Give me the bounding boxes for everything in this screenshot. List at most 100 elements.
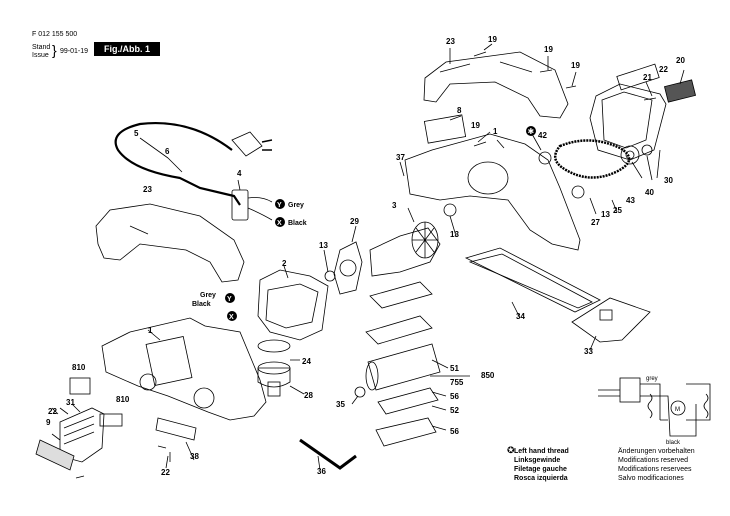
left-thread-star-icon: ✱ <box>526 126 536 136</box>
callout-13: 13 <box>319 241 328 250</box>
callout-2: 2 <box>282 259 287 268</box>
legend-c1-1: Linksgewinde <box>514 457 561 464</box>
part-hex-key <box>299 438 357 470</box>
callout-38: 38 <box>190 452 199 461</box>
part-armature <box>369 227 441 277</box>
schematic-black-label: black <box>666 440 681 446</box>
part-pulley-42 <box>538 151 552 165</box>
part-bearing-plate <box>333 241 363 295</box>
legend-c2-3: Salvo modificaciones <box>618 475 684 482</box>
wire-black-label: Black <box>288 220 307 227</box>
part-main-housing <box>101 317 267 421</box>
callout-22: 22 <box>48 407 57 416</box>
callout-24: 24 <box>302 357 311 366</box>
callout-6: 6 <box>165 147 170 156</box>
header-brace: } <box>52 42 57 58</box>
callout-19: 19 <box>471 121 480 130</box>
wire-grey-label-2: Grey <box>200 292 216 299</box>
svg-text:Y: Y <box>227 296 232 303</box>
callout-56: 56 <box>450 427 459 436</box>
callout-19: 19 <box>488 35 497 44</box>
callout-34: 34 <box>516 312 525 321</box>
callout-4: 4 <box>237 169 242 178</box>
part-cover-plate <box>423 114 467 144</box>
callout-51: 51 <box>450 364 459 373</box>
legend-c1-2: Filetage gauche <box>514 466 567 473</box>
schematic-grey-label: grey <box>646 376 658 382</box>
callout-35: 35 <box>336 400 345 409</box>
callout-19: 19 <box>571 61 580 70</box>
star-icon: ✪ <box>507 445 515 455</box>
fig-label: Fig./Abb. 1 <box>94 42 160 56</box>
callout-9: 9 <box>46 418 51 427</box>
callout-810: 810 <box>116 395 130 404</box>
callout-23: 23 <box>143 185 152 194</box>
part-housing-cover <box>423 51 569 119</box>
callout-20: 20 <box>676 56 685 65</box>
callout-42: 42 <box>538 131 547 140</box>
part-depth-disc <box>257 339 291 353</box>
callout-755: 755 <box>450 378 464 387</box>
part-drive-belt <box>553 139 631 179</box>
part-810-b <box>99 413 123 427</box>
part-plug <box>231 131 263 157</box>
wire-grey-label: Grey <box>288 202 304 209</box>
callout-19: 19 <box>544 45 553 54</box>
callout-850: 850 <box>481 371 495 380</box>
part-label-21 <box>616 63 660 91</box>
callout-30: 30 <box>664 176 673 185</box>
callout-3: 3 <box>392 201 397 210</box>
part-motor-stator <box>257 269 329 341</box>
wire-black-label-2: Black <box>192 301 211 308</box>
callout-1: 1 <box>493 127 498 136</box>
callout-36: 36 <box>317 467 326 476</box>
callout-13: 13 <box>601 210 610 219</box>
part-bearing-13a <box>443 203 457 217</box>
part-blade-a <box>369 281 433 309</box>
header-stand: Stand <box>32 44 51 51</box>
callout-22: 22 <box>659 65 668 74</box>
part-blade-d <box>375 417 437 447</box>
header-date: 99-01-19 <box>60 48 89 55</box>
callout-5: 5 <box>134 129 139 138</box>
callout-31: 31 <box>66 398 75 407</box>
callout-52: 52 <box>450 406 459 415</box>
part-shoe <box>571 297 651 343</box>
svg-text:X: X <box>229 314 234 321</box>
part-bearing-13b <box>324 270 336 282</box>
legend-c2-1: Modifications reserved <box>618 457 689 464</box>
callout-40: 40 <box>645 188 654 197</box>
svg-text:✱: ✱ <box>528 127 535 136</box>
callout-1: 1 <box>148 326 153 335</box>
part-pulley-40 <box>641 144 653 156</box>
part-gear-housing <box>404 133 581 251</box>
callout-33: 33 <box>584 347 593 356</box>
callout-8: 8 <box>457 106 462 115</box>
callout-56: 56 <box>450 392 459 401</box>
part-810-a <box>69 377 91 395</box>
legend-c2-2: Modifications reservees <box>618 466 692 473</box>
part-blade-b <box>365 315 433 345</box>
part-pulley-27 <box>571 185 585 199</box>
callout-37: 37 <box>396 153 405 162</box>
callout-28: 28 <box>304 391 313 400</box>
part-cutter-drum <box>367 343 441 391</box>
part-handle <box>95 203 245 283</box>
part-label-9 <box>35 439 75 471</box>
callout-27: 27 <box>591 218 600 227</box>
part-pulley-43 <box>620 145 640 165</box>
wire-x-marker: X <box>277 220 282 227</box>
legend-c2-0: Änderungen vorbehalten <box>618 448 695 455</box>
wire-y-marker: Y <box>277 202 282 209</box>
callout-810: 810 <box>72 363 86 372</box>
header-doc-number: F 012 155 500 <box>32 31 78 38</box>
part-blade-c <box>377 387 439 415</box>
part-pin-35 <box>354 386 366 398</box>
part-depth-knob <box>257 367 291 388</box>
callout-25: 25 <box>613 206 622 215</box>
part-label-20 <box>663 79 697 103</box>
callout-23: 23 <box>446 37 455 46</box>
callout-43: 43 <box>626 196 635 205</box>
part-base-plate <box>464 247 601 313</box>
